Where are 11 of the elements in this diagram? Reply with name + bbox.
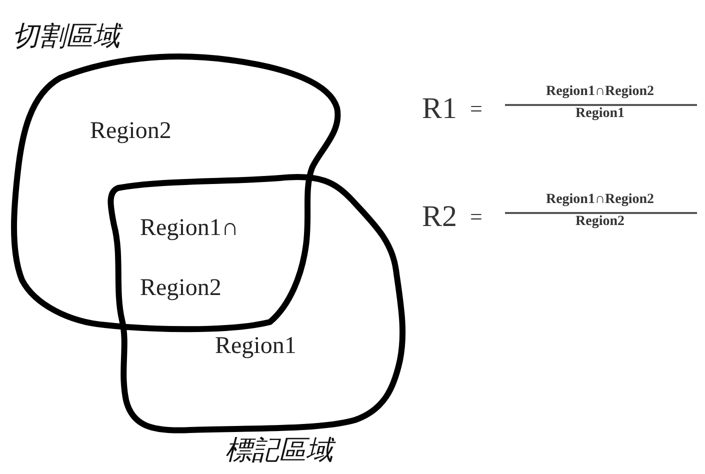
equals-sign: = [470,96,482,122]
region-label: Region2 [90,118,172,145]
ratio-name: R1 [422,92,458,126]
denominator: Region1 [574,106,626,122]
region-label: Region1 [215,333,296,360]
numerator: Region1∩Region2 [544,84,656,100]
ratio-name: R2 [422,200,458,234]
equals-sign: = [470,204,482,230]
denominator: Region2 [574,214,626,230]
intersection-label: Region1∩ Region2 [140,214,240,303]
numerator: Region1∩Region2 [544,192,656,208]
